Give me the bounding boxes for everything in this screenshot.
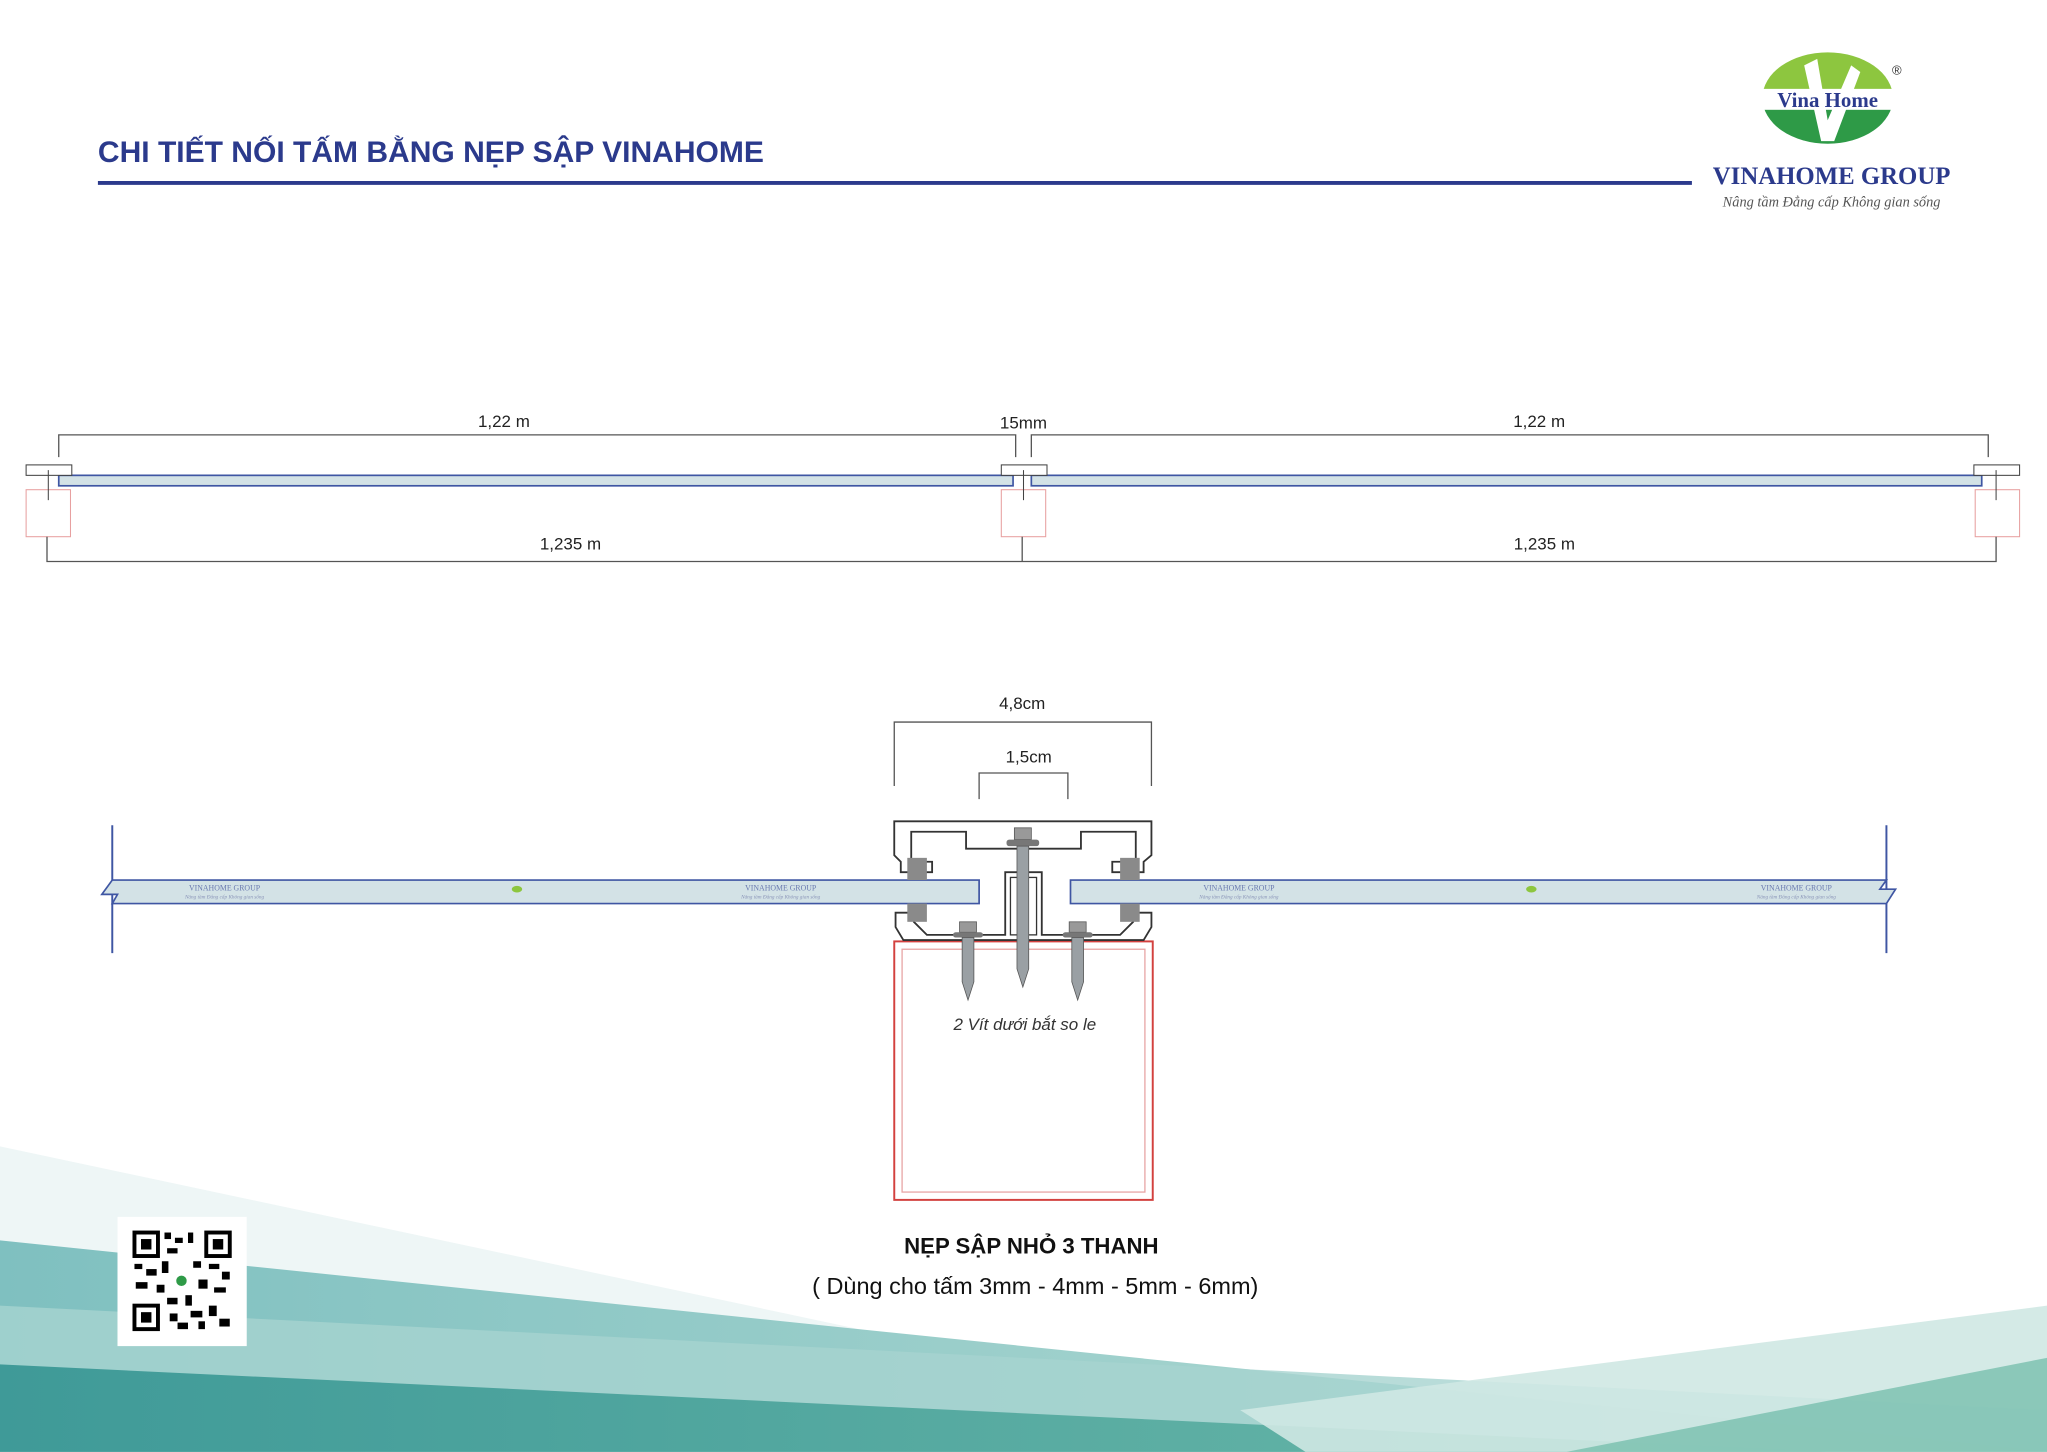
screw-right bbox=[1062, 921, 1093, 1002]
vinahome-logo: Vina Home ® VINAHOME GROUP Nâng tầm Đẳng… bbox=[1713, 52, 1951, 210]
svg-text:Nâng tầm Đẳng cấp Không gian s: Nâng tầm Đẳng cấp Không gian sống bbox=[1756, 893, 1837, 900]
company-tagline: Nâng tầm Đẳng cấp Không gian sống bbox=[1722, 194, 1941, 210]
qr-code-icon bbox=[117, 1216, 247, 1347]
overview-drawing: 1,22 m 15mm 1,22 m 1,235 m 1,235 m bbox=[25, 412, 2021, 563]
svg-text:4,8cm: 4,8cm bbox=[999, 694, 1045, 713]
screw-note: 2 Vít dưới bắt so le bbox=[952, 1015, 1096, 1034]
svg-text:1,235 m: 1,235 m bbox=[540, 535, 601, 554]
detail-drawing: 4,8cm 1,5cm VINAHOME GROUP Nâng tầm Đẳng… bbox=[100, 694, 1898, 1201]
background-waves bbox=[0, 1146, 2047, 1452]
svg-text:Nâng tầm Đẳng cấp Không gian s: Nâng tầm Đẳng cấp Không gian sống bbox=[1198, 893, 1279, 900]
svg-text:VINAHOME GROUP: VINAHOME GROUP bbox=[189, 883, 261, 892]
svg-text:Nâng tầm Đẳng cấp Không gian s: Nâng tầm Đẳng cấp Không gian sống bbox=[740, 893, 821, 900]
svg-text:VINAHOME GROUP: VINAHOME GROUP bbox=[745, 883, 817, 892]
screw-center bbox=[1006, 827, 1040, 989]
svg-text:1,235 m: 1,235 m bbox=[1514, 535, 1575, 554]
page-title: CHI TIẾT NỐI TẤM BẰNG NẸP SẬP VINAHOME bbox=[98, 135, 764, 169]
screw-left bbox=[953, 921, 984, 1002]
svg-text:1,22 m: 1,22 m bbox=[1513, 412, 1565, 431]
product-subtitle: ( Dùng cho tấm 3mm - 4mm - 5mm - 6mm) bbox=[812, 1273, 1258, 1299]
svg-text:1,5cm: 1,5cm bbox=[1006, 748, 1052, 767]
svg-text:VINAHOME GROUP: VINAHOME GROUP bbox=[1761, 883, 1833, 892]
svg-text:®: ® bbox=[1892, 63, 1902, 78]
svg-text:VINAHOME GROUP: VINAHOME GROUP bbox=[1203, 883, 1275, 892]
svg-text:15mm: 15mm bbox=[1000, 413, 1047, 432]
panel-watermarks: VINAHOME GROUP Nâng tầm Đẳng cấp Không g… bbox=[184, 883, 1836, 900]
svg-text:1,22 m: 1,22 m bbox=[478, 412, 530, 431]
product-title: NẸP SẬP NHỎ 3 THANH bbox=[904, 1233, 1158, 1258]
company-name: VINAHOME GROUP bbox=[1713, 163, 1951, 190]
svg-text:Vina Home: Vina Home bbox=[1777, 88, 1878, 112]
svg-text:Nâng tầm Đẳng cấp Không gian s: Nâng tầm Đẳng cấp Không gian sống bbox=[184, 893, 265, 900]
